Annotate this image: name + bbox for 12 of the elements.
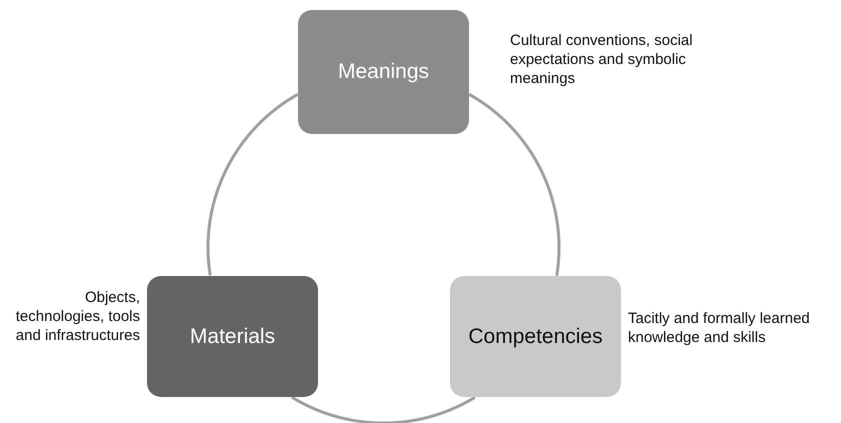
connector-arc (206, 93, 299, 276)
connector-arc (468, 92, 560, 276)
rounded-box (450, 276, 621, 397)
rounded-box (147, 276, 318, 397)
rounded-box (298, 10, 469, 134)
connector-arc (291, 396, 476, 423)
box-title: Materials (190, 324, 276, 348)
box-title: Meanings (338, 60, 430, 84)
description-text: Cultural conventions, social expectations and symbolic meanings (510, 31, 694, 88)
description-text: Tacitly and formally learned knowledge and skills (628, 309, 811, 347)
description-text: Objects, technologies, tools and infrastructures (14, 288, 140, 345)
box-title: Competencies (468, 324, 603, 348)
